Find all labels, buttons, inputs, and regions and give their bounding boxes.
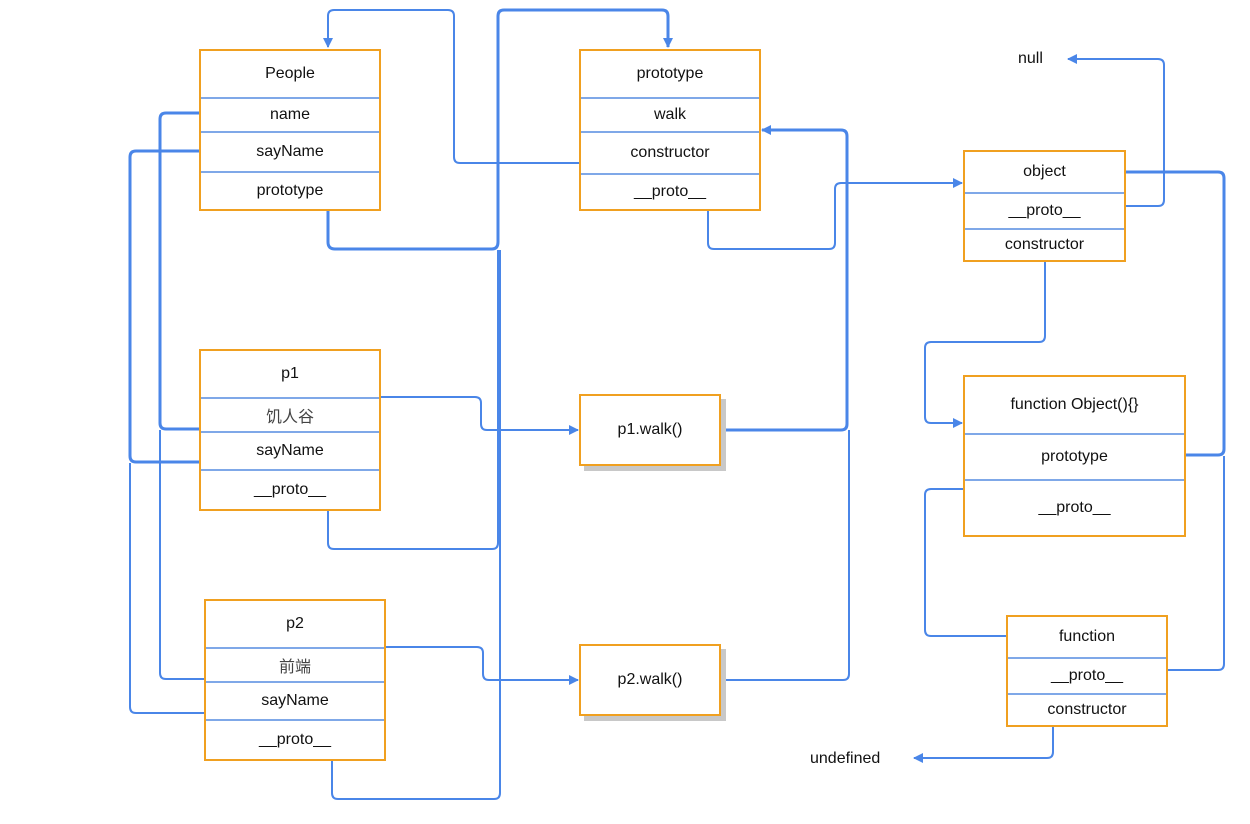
object-function-title: function Object(){} xyxy=(1010,396,1139,413)
prototype-walk-field: walk xyxy=(581,97,759,131)
p2-box: p2 前端 sayName __proto__ xyxy=(204,599,386,761)
object-function-prototype-field: prototype xyxy=(965,433,1184,479)
object-proto-to-null-arrow xyxy=(1067,54,1165,207)
p2-title: p2 xyxy=(286,615,304,632)
object-func-prototype-arrow xyxy=(1109,167,1226,457)
object-constructor-arrow xyxy=(924,261,1046,428)
p2-sayname-link xyxy=(129,463,205,714)
p2-name-field: 前端 xyxy=(206,647,384,681)
object-title: object xyxy=(1023,163,1066,180)
function-proto-field: __proto__ xyxy=(1008,657,1166,693)
object-function-proto-field: __proto__ xyxy=(965,479,1184,535)
p2-sayname-field: sayName xyxy=(206,681,384,719)
p2walk-link xyxy=(720,430,850,681)
prototype-proto-to-object-arrow xyxy=(707,178,963,250)
object-proto-field: __proto__ xyxy=(965,192,1124,228)
people-prototype-box: prototype walk constructor __proto__ xyxy=(579,49,761,211)
prototype-proto-field: __proto__ xyxy=(581,173,759,209)
p2-walk-label: p2.walk() xyxy=(617,671,683,688)
people-prototype-field: prototype xyxy=(201,171,379,209)
object-function-box: function Object(){} prototype __proto__ xyxy=(963,375,1186,537)
prototype-title: prototype xyxy=(636,65,704,82)
p1-name-field: 饥人谷 xyxy=(201,397,379,431)
object-func-proto-arrow xyxy=(924,488,1034,641)
function-box: function __proto__ constructor xyxy=(1006,615,1168,727)
p2-name-link xyxy=(159,430,205,680)
function-constructor-field: constructor xyxy=(1008,693,1166,725)
null-label: null xyxy=(1018,50,1043,67)
function-constructor-arrow xyxy=(913,726,1054,763)
object-box: object __proto__ constructor xyxy=(963,150,1126,262)
people-sayname-field: sayName xyxy=(201,131,379,171)
people-prototype-arrow xyxy=(326,8,673,251)
p1-walk-label: p1.walk() xyxy=(617,421,683,438)
p1-walk-arrow xyxy=(380,396,579,435)
p1walk-to-walk-arrow xyxy=(720,125,849,432)
p2-proto-field: __proto__ xyxy=(206,719,384,759)
constructor-to-people-arrow xyxy=(323,9,580,164)
prototype-constructor-field: constructor xyxy=(581,131,759,173)
function-proto-link xyxy=(1167,456,1225,671)
p1-box: p1 饥人谷 sayName __proto__ xyxy=(199,349,381,511)
people-box: People name sayName prototype xyxy=(199,49,381,211)
p2-proto-arrow xyxy=(331,250,501,800)
p2-walk-box: p2.walk() xyxy=(579,644,721,716)
p1-proto-field: __proto__ xyxy=(201,469,379,509)
object-constructor-field: constructor xyxy=(965,228,1124,260)
people-title: People xyxy=(265,65,315,82)
p1-title: p1 xyxy=(281,365,299,382)
p1-proto-arrow xyxy=(327,250,499,550)
p1-walk-box: p1.walk() xyxy=(579,394,721,466)
undefined-label: undefined xyxy=(810,750,881,767)
p1-name-arrow xyxy=(158,108,253,431)
p1-sayname-field: sayName xyxy=(201,431,379,469)
p1-sayname-arrow xyxy=(128,146,231,464)
people-name-field: name xyxy=(201,97,379,131)
p2-walk-arrow xyxy=(385,646,579,685)
function-title: function xyxy=(1058,628,1116,645)
